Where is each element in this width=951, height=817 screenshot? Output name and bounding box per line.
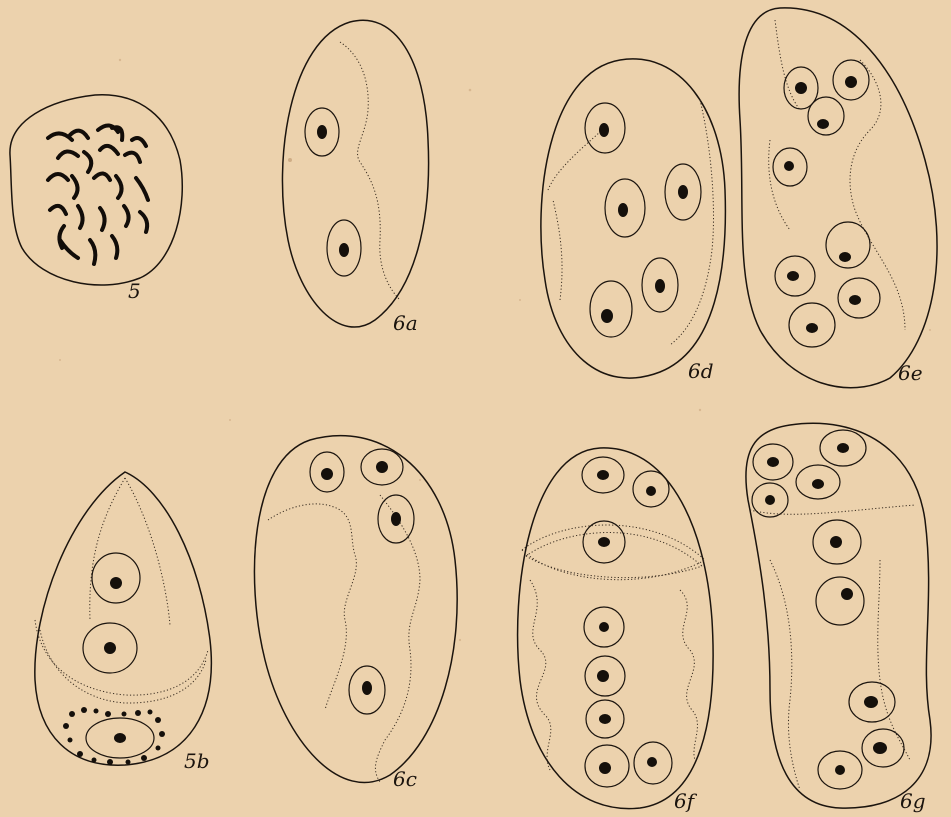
nucleolus [845,76,857,88]
figure-6c: 6c [254,436,457,791]
nucleolus [646,486,656,496]
nucleolus [362,681,372,695]
figure-5b-outline [35,472,211,765]
nucleolus [647,757,657,767]
figure-label-5b: 5b [184,749,210,773]
nucleolus [837,443,849,453]
figure-6f-lens-upper [522,525,705,566]
nucleolus [835,765,845,775]
granule-ring [63,707,165,765]
nucleolus [655,279,665,293]
nucleolus [599,762,611,774]
figure-6d: 6d [541,59,726,383]
figure-label-6a: 6a [393,311,418,335]
figure-label-6e: 6e [898,361,923,385]
nucleolus [841,588,853,600]
figure-5b: 5b [35,472,211,773]
paper-speckles [59,59,931,641]
nucleolus [864,696,878,708]
figure-6a-outline [282,20,428,327]
nucleolus [110,577,122,589]
chromosome-cluster [48,125,148,264]
nucleolus [599,622,609,632]
nucleus [816,577,864,625]
figure-6f-lens-lower [522,550,705,580]
figure-6e: 6e [739,8,937,388]
figure-label-5: 5 [128,279,141,303]
figure-label-6f: 6f [674,789,698,813]
nucleolus [767,457,779,467]
nucleolus [839,252,851,262]
figure-6d-outline [541,59,726,378]
nucleolus [784,161,794,171]
figure-6a-cytoplasm [340,42,400,300]
nucleolus [317,125,327,139]
figure-6g-cap-membrane [750,505,915,514]
figure-6c-cytoplasm [268,495,420,782]
nucleolus [765,495,775,505]
nucleolus [873,742,887,754]
figure-6c-outline [254,436,457,783]
figure-6f-outline [518,448,714,809]
nucleus [808,97,844,135]
nucleolus [601,309,613,323]
figure-6f-wave-left [530,580,551,770]
figure-6g-cytoplasm-left [770,560,800,790]
figure-5: 5 [10,95,182,303]
nucleolus [104,642,116,654]
nucleolus [678,185,688,199]
nucleolus [599,714,611,724]
figure-5b-band [35,620,208,703]
nucleolus [376,461,388,473]
figure-6e-outline [739,8,937,388]
nucleolus [787,271,799,281]
figure-6e-cytoplasm [769,20,905,330]
nucleolus [597,670,609,682]
nucleolus [830,536,842,548]
nucleolus [114,733,126,743]
nucleolus [618,203,628,217]
figure-6g: 6g [746,423,931,813]
nucleolus [597,470,609,480]
nucleolus [391,512,401,526]
nucleolus [339,243,349,257]
nucleolus [795,82,807,94]
nucleolus [598,537,610,547]
nucleolus [817,119,829,129]
figure-label-6c: 6c [393,767,417,791]
nucleus [590,281,632,337]
figure-label-6g: 6g [900,789,926,813]
nucleolus [599,123,609,137]
nucleolus [321,468,333,480]
figure-6d-cytoplasm [548,100,714,345]
nucleolus [806,323,818,333]
figure-6a: 6a [282,20,428,335]
figure-6f-wave-right [680,590,697,760]
nucleolus [812,479,824,489]
figure-6f: 6f [518,448,714,813]
figure-6g-cytoplasm-right [878,560,910,760]
nucleolus [849,295,861,305]
figure-label-6d: 6d [688,359,714,383]
